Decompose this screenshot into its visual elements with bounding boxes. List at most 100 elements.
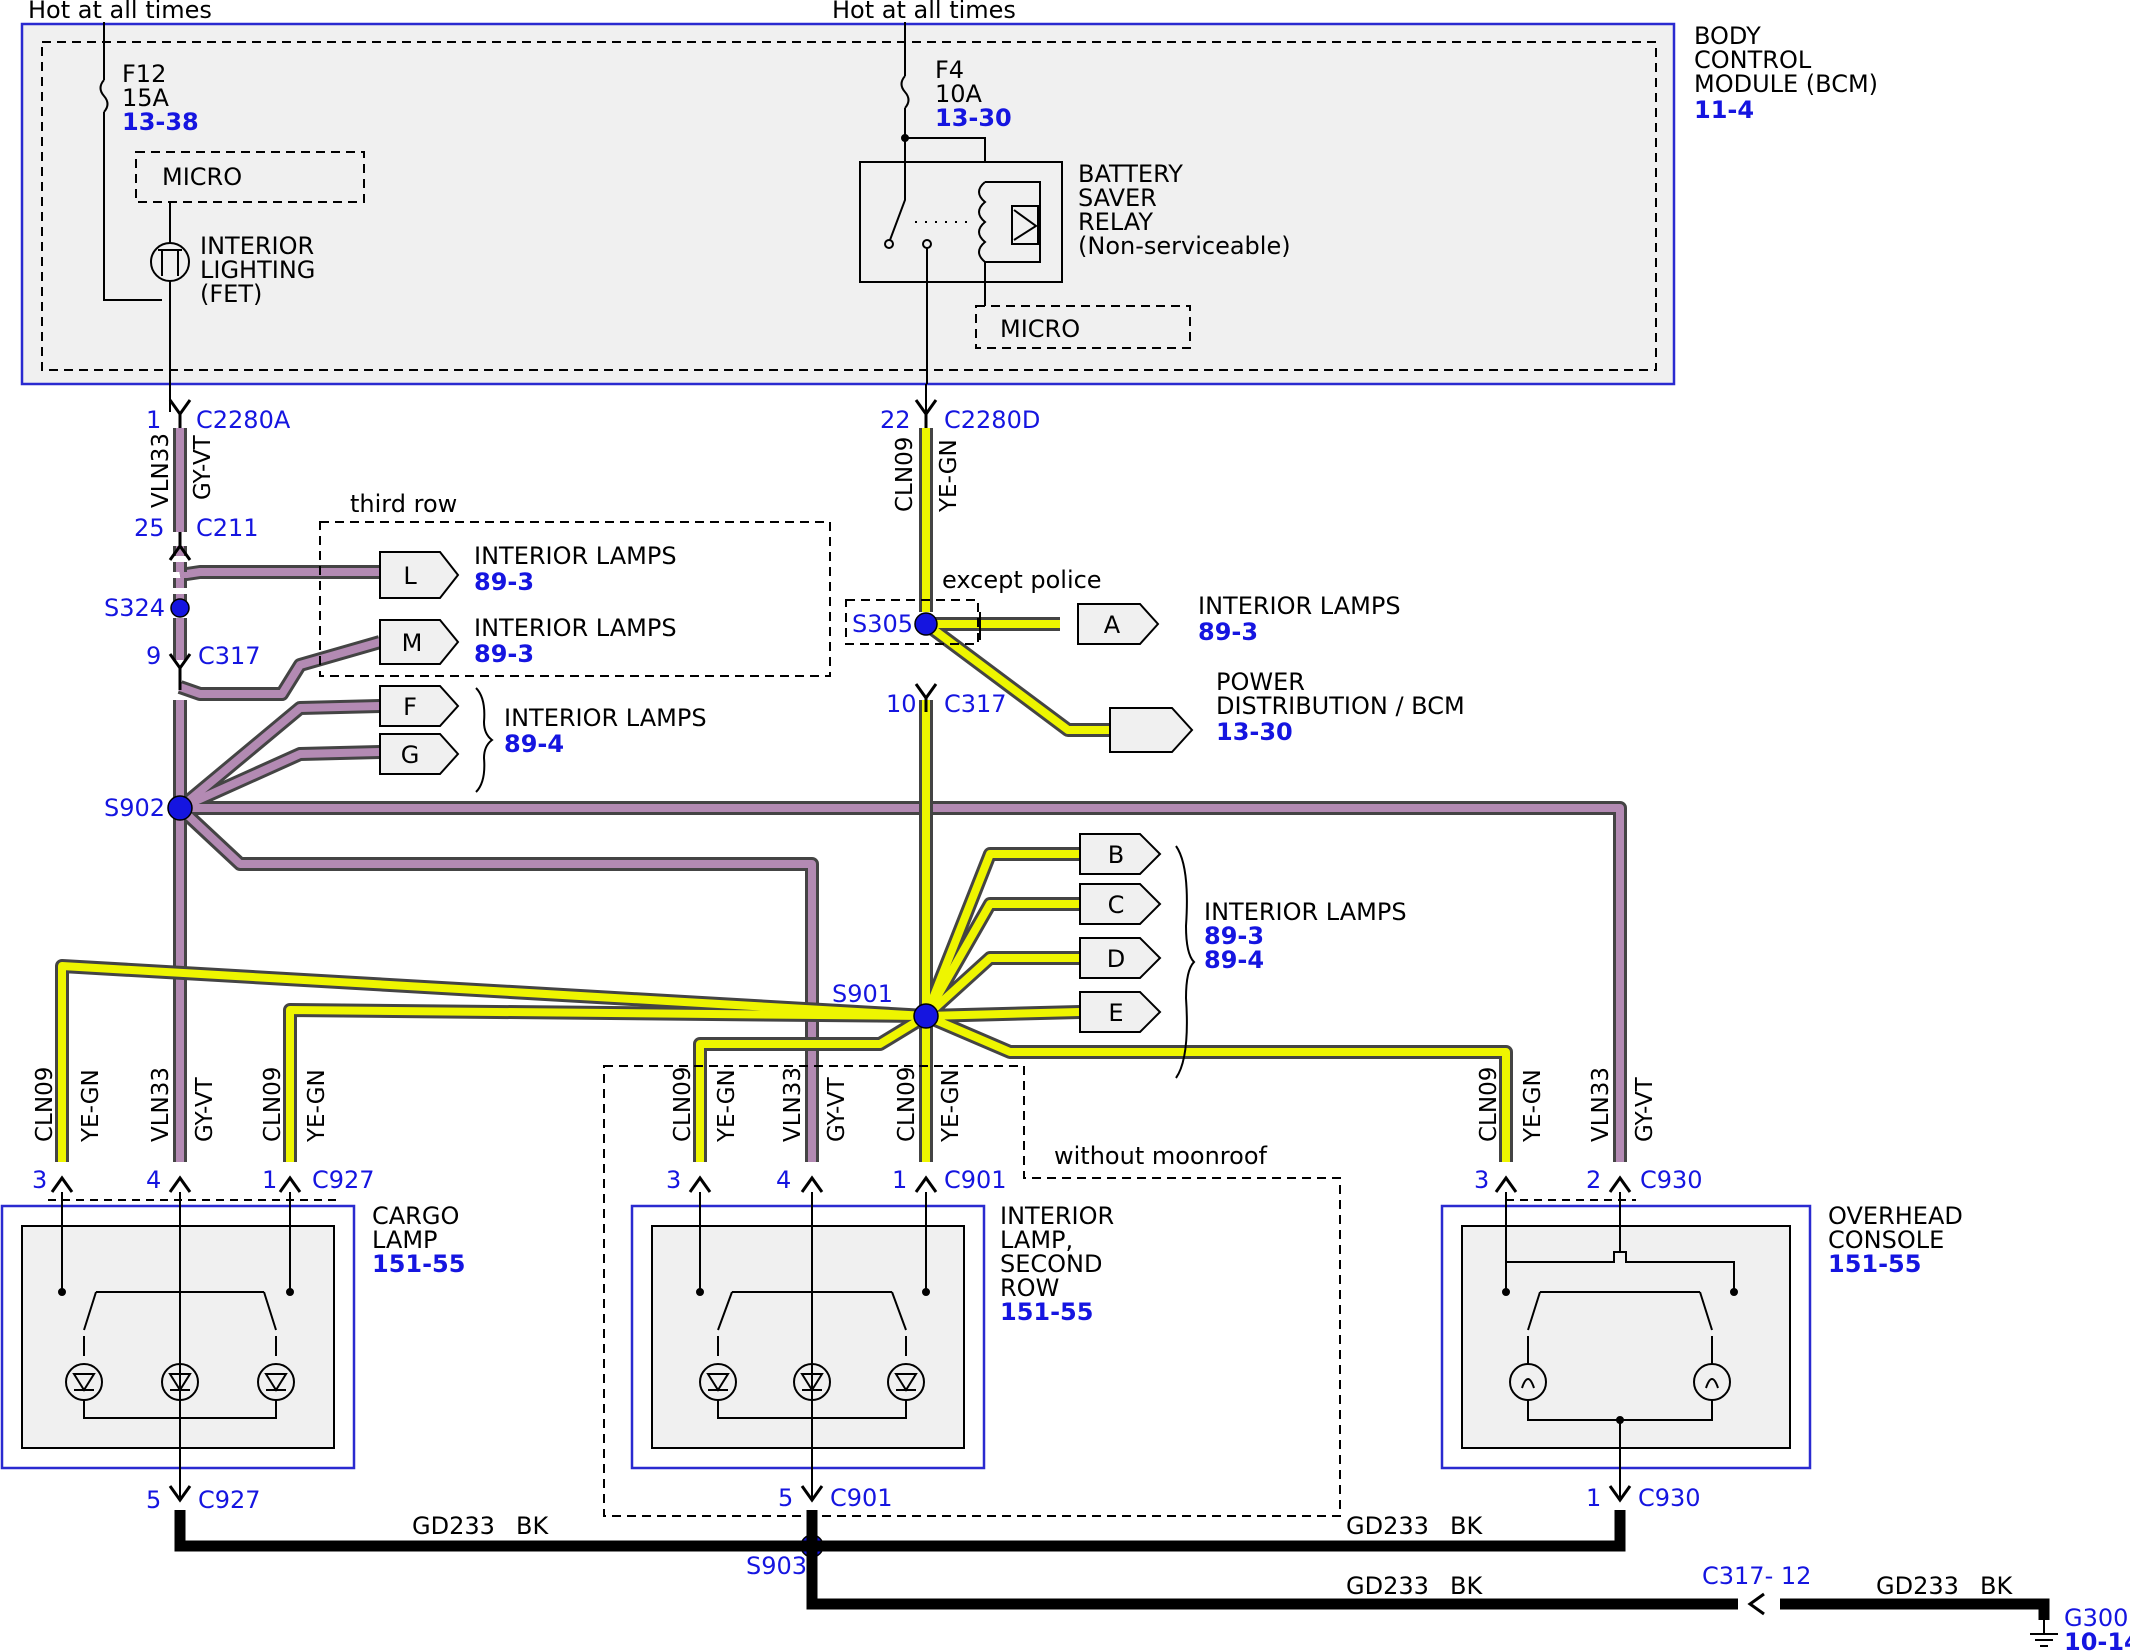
tab-G [379, 733, 460, 775]
cln09-wire-harness [55, 428, 1513, 1162]
wire-label-c930-cln09: CLN09 [1476, 1067, 1502, 1142]
ground-symbol-icon [2030, 1620, 2058, 1647]
tab-E [1079, 991, 1162, 1033]
gnd-wire-label-2: GD233 [1346, 1512, 1429, 1540]
cargo-ref: 151-55 [372, 1250, 465, 1278]
c901-name: C901 [944, 1166, 1007, 1194]
tab-label-G: G [401, 741, 420, 769]
dest-A-name: INTERIOR LAMPS [1198, 592, 1401, 620]
c2280a-pin: 1 [146, 406, 161, 434]
gnd-wire-color-4: BK [1980, 1572, 2013, 1600]
s305-label: S305 [852, 610, 913, 638]
c927-pin1: 1 [262, 1166, 277, 1194]
wire-label-c927-cln09b: CLN09 [260, 1067, 286, 1142]
ground-wires [174, 1510, 2050, 1620]
gnd-wire-label-4: GD233 [1876, 1572, 1959, 1600]
c930-ground-pin: 1 [1586, 1484, 1601, 1512]
wire-label-c901-gyvt: GY-VT [824, 1076, 850, 1142]
wire-label-c901-cln09b: CLN09 [894, 1067, 920, 1142]
third-row-box [319, 521, 831, 677]
overhead-console-module [1440, 1192, 1812, 1500]
wire-label-c930-gyvt: GY-VT [1632, 1076, 1658, 1142]
wire-label-c901-cln09: CLN09 [670, 1067, 696, 1142]
f12-rating: 15A [122, 84, 170, 112]
c927-pin3: 3 [32, 1166, 47, 1194]
wire-label-c927-vln33: VLN33 [148, 1067, 174, 1142]
destination-tabs [379, 551, 1194, 1033]
c2280d-pin: 22 [880, 406, 911, 434]
micro-box-right [975, 305, 1191, 349]
second-row-label-4: ROW [1000, 1274, 1059, 1302]
second-row-label-2: LAMP, [1000, 1226, 1073, 1254]
c317-right-name: C317 [944, 690, 1007, 718]
c930-name: C930 [1640, 1166, 1703, 1194]
gnd-wire-color-3: BK [1450, 1572, 1483, 1600]
dest-A-ref: 89-3 [1198, 618, 1258, 646]
wire-label-gyvt-top: GY-VT [190, 434, 216, 500]
s902-splice-icon [167, 795, 193, 821]
hot-label-left: Hot at all times [28, 0, 212, 24]
battery-saver-relay-icon [859, 161, 1063, 384]
wire-label-c930-vln33: VLN33 [1588, 1067, 1614, 1142]
c930-pin2: 2 [1586, 1166, 1601, 1194]
third-row-note: third row [350, 490, 457, 518]
dest-BE-ref1: 89-3 [1204, 922, 1264, 950]
fet-label-2: LIGHTING [200, 256, 315, 284]
tab-F [379, 685, 460, 727]
gnd-wire-color-1: BK [516, 1512, 549, 1540]
tab-label-L: L [403, 562, 417, 590]
c317-left-pin: 9 [146, 642, 161, 670]
c2280d-name: C2280D [944, 406, 1040, 434]
c901-pin4-icon [800, 1175, 824, 1193]
relay-label-2: SAVER [1078, 184, 1157, 212]
micro-label-left: MICRO [162, 163, 242, 191]
c2280a-connector-icon [168, 399, 192, 417]
tab-B [1079, 833, 1162, 875]
tab-A [1077, 603, 1160, 645]
relay-label-1: BATTERY [1078, 160, 1183, 188]
gnd-wire-color-2: BK [1450, 1512, 1483, 1540]
wire-label-vln33-top: VLN33 [148, 433, 174, 508]
tab-power-dist [1109, 707, 1194, 753]
except-police-note: except police [942, 566, 1102, 594]
dest-M-ref: 89-3 [474, 640, 534, 668]
c2280a-name: C2280A [196, 406, 291, 434]
wire-label-c927-yegn: YE-GN [78, 1069, 104, 1143]
second-row-label-3: SECOND [1000, 1250, 1102, 1278]
wire-label-c927-gyvt: GY-VT [192, 1076, 218, 1142]
f12-fuse-circuit [99, 22, 162, 301]
tab-L [379, 551, 460, 599]
micro-box-left [135, 151, 365, 203]
wire-label-c901-yegnb: YE-GN [938, 1069, 964, 1143]
overhead-label-1: OVERHEAD [1828, 1202, 1963, 1230]
c927-pin4: 4 [146, 1166, 161, 1194]
c927-pin1-icon [278, 1175, 302, 1193]
dest-BE-name: INTERIOR LAMPS [1204, 898, 1407, 926]
s305-splice-icon [914, 612, 938, 636]
c317-left-name: C317 [198, 642, 261, 670]
cargo-lamp-module [0, 1192, 356, 1500]
wire-label-cln09-top: CLN09 [892, 437, 918, 512]
dest-power-ref: 13-30 [1216, 718, 1293, 746]
c901-pin3-icon [688, 1175, 712, 1193]
splice-points [167, 598, 939, 1558]
wire-label-c927-cln09: CLN09 [32, 1067, 58, 1142]
f12-ref: 13-38 [122, 108, 199, 136]
c211-name: C211 [196, 514, 259, 542]
fuse-f4-icon [900, 75, 910, 109]
tab-C [1079, 883, 1162, 925]
c317-right-pin: 10 [886, 690, 917, 718]
tab-M [379, 619, 460, 665]
wire-label-yegn-top: YE-GN [936, 439, 962, 513]
c930-pin3: 3 [1474, 1166, 1489, 1194]
f12-name: F12 [122, 60, 166, 88]
bcm-module [20, 22, 1676, 386]
cargo-label-1: CARGO [372, 1202, 459, 1230]
gnd-wire-label-3: GD233 [1346, 1572, 1429, 1600]
c927-ground-name: C927 [198, 1486, 261, 1514]
dest-L-ref: 89-3 [474, 568, 534, 596]
f4-fuse-circuit [900, 22, 986, 162]
dest-BE-ref2: 89-4 [1204, 946, 1264, 974]
without-moonroof-box [603, 1065, 1341, 1517]
